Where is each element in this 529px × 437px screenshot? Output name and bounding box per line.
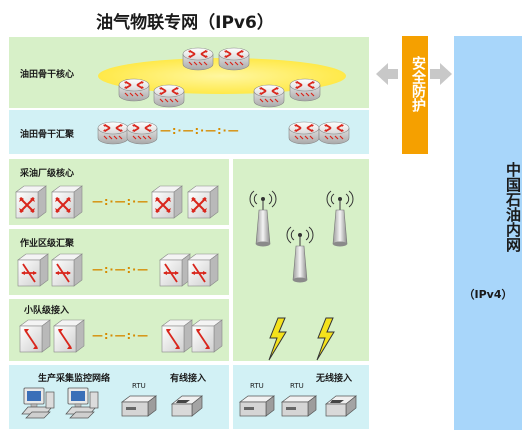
router-icon (289, 78, 321, 102)
router-icon (118, 78, 150, 102)
bidirectional-arrow-icon (376, 63, 452, 85)
intranet-protocol: （IPv4） (463, 288, 513, 301)
router-icon (318, 121, 350, 145)
antenna-icon (249, 190, 277, 248)
plant-core-label: 采油厂级核心 (20, 169, 75, 179)
switch-icon (19, 319, 51, 353)
wired-access-device-icon (171, 395, 203, 417)
backbone-aggregation-label: 油田骨干汇聚 (20, 130, 75, 140)
router-icon (253, 84, 285, 108)
router-icon (97, 121, 129, 145)
switch-icon (15, 185, 47, 219)
antenna-icon (326, 190, 354, 248)
desktop-computer-icon (21, 387, 55, 419)
link-dots: —:·—:·— (92, 263, 150, 276)
router-icon (153, 84, 185, 108)
link-dots: —:·—:·— (92, 195, 150, 208)
rtu-label: RTU (132, 382, 146, 390)
backbone-core-label: 油田骨干核心 (20, 70, 75, 80)
wired-access-label: 有线接入 (170, 374, 207, 384)
lightning-icon (268, 317, 287, 361)
switch-icon (159, 253, 191, 287)
rtu-device-icon (281, 395, 317, 417)
intranet-name: 中国石油内网 (504, 162, 522, 252)
rtu-label: RTU (250, 382, 264, 390)
team-access-label: 小队级接入 (24, 306, 70, 316)
switch-icon (17, 253, 49, 287)
router-icon (218, 47, 250, 71)
link-dots: —:·—:·— (92, 329, 150, 342)
switch-icon (151, 185, 183, 219)
desktop-computer-icon (65, 387, 99, 419)
antenna-icon (286, 226, 314, 284)
switch-icon (161, 319, 193, 353)
switch-icon (187, 185, 219, 219)
rtu-device-icon (121, 395, 157, 417)
router-icon (182, 47, 214, 71)
router-icon (126, 121, 158, 145)
link-dots: —:·—:·—:·— (160, 124, 240, 137)
wireless-access-label: 无线接入 (316, 374, 353, 384)
lightning-icon (316, 317, 335, 361)
security-box-label: 安全防护 (410, 56, 426, 112)
area-aggregation-label: 作业区级汇聚 (20, 239, 75, 249)
router-icon (288, 121, 320, 145)
rtu-label: RTU (290, 382, 304, 390)
switch-icon (187, 253, 219, 287)
diagram-title: 油气物联专网（IPv6） (96, 13, 274, 33)
monitoring-network-label: 生产采集监控网络 (38, 374, 111, 384)
switch-icon (53, 319, 85, 353)
security-box (402, 36, 428, 154)
switch-icon (191, 319, 223, 353)
wired-access-device-icon (325, 395, 357, 417)
switch-icon (51, 185, 83, 219)
switch-icon (51, 253, 83, 287)
intranet-box (454, 36, 522, 430)
rtu-device-icon (239, 395, 275, 417)
